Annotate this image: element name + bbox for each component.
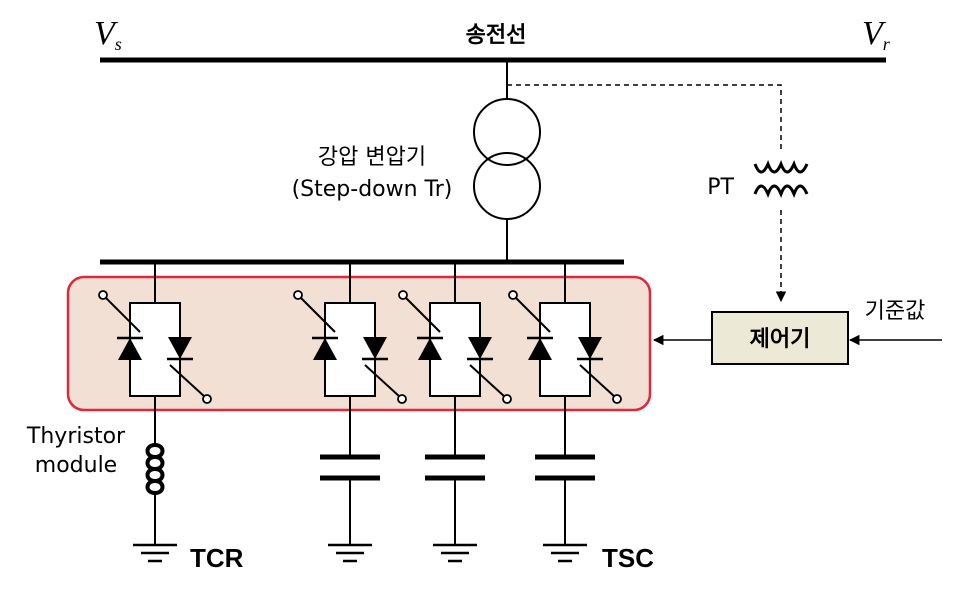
thyristor-pair-box (324, 302, 376, 397)
thyristor-down-gate (169, 364, 206, 398)
thyristor-label-line2: module (35, 453, 117, 478)
transmission-line-label: 송전선 (466, 23, 527, 48)
gate-terminal (98, 290, 108, 300)
thyristor-up-gate (104, 296, 141, 333)
transformer-label-en: (Step-down Tr) (292, 177, 453, 202)
reference-label: 기준값 (865, 299, 926, 324)
pt-icon (753, 160, 809, 198)
gate-terminal (612, 394, 622, 404)
thyristor-up-symbol (528, 338, 552, 360)
tcr-label: TCR (190, 543, 244, 573)
reactor-coil (145, 443, 165, 495)
thyristor-up-symbol (418, 338, 442, 360)
tsc-label: TSC (602, 543, 654, 573)
thyristor-up-symbol (118, 338, 142, 360)
transformer-label-kr: 강압 변압기 (318, 145, 426, 170)
gate-terminal (293, 290, 303, 300)
gate-terminal (508, 290, 518, 300)
thyristor-pair-box (429, 302, 481, 397)
thyristor-down-gate (579, 364, 616, 398)
controller-box (711, 311, 849, 365)
thyristor-up-symbol (313, 338, 337, 360)
thyristor-branches (98, 262, 622, 563)
thyristor-up-gate (299, 296, 336, 333)
thyristor-label-line1: Thyristor (26, 424, 126, 449)
transformer-primary-coil (473, 98, 541, 166)
thyristor-up-gate (404, 296, 441, 333)
transformer-secondary-coil (473, 152, 541, 220)
controller-label: 제어기 (750, 327, 811, 352)
receiving-voltage-label: Vr (862, 15, 891, 54)
thyristor-down-gate (364, 364, 401, 398)
gate-terminal (502, 394, 512, 404)
thyristor-down-symbol (468, 337, 492, 359)
thyristor-pair-box (539, 302, 591, 397)
thyristor-up-gate (514, 296, 551, 333)
gate-terminal (202, 394, 212, 404)
thyristor-down-symbol (363, 337, 387, 359)
thyristor-down-symbol (168, 337, 192, 359)
sending-voltage-label: Vs (94, 15, 122, 54)
gate-terminal (398, 290, 408, 300)
gate-terminal (397, 394, 407, 404)
pt-label: PT (707, 175, 734, 200)
thyristor-down-gate (469, 364, 506, 398)
thyristor-down-symbol (578, 337, 602, 359)
thyristor-pair-box (129, 302, 181, 397)
pt-measurement-line (507, 84, 782, 152)
